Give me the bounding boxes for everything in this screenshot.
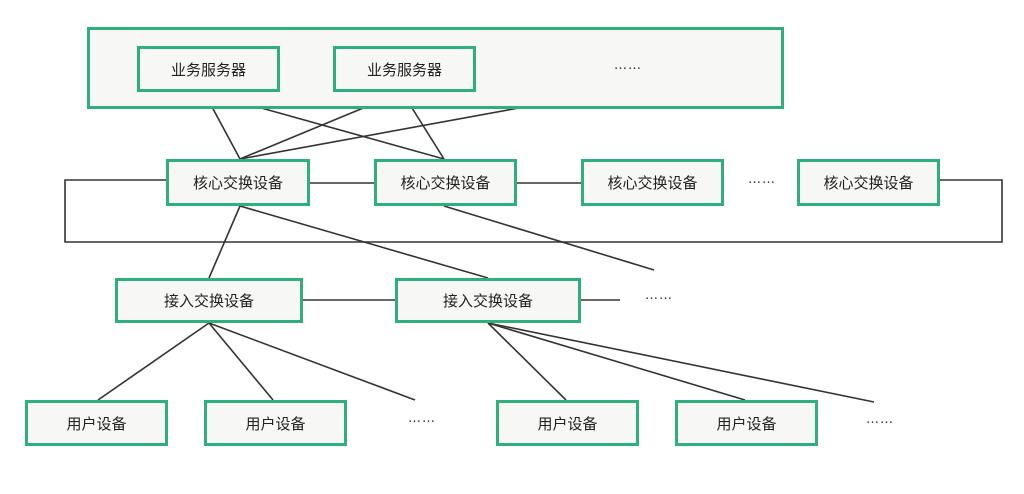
core-ring-line [64,179,1003,243]
core1-access2-link [239,205,489,279]
access-switch-node: 接入交换设备 [115,278,303,323]
access-switch-ellipsis: …… [645,288,673,303]
business-server-node: 业务服务器 [333,46,476,92]
core-switch-node: 核心交换设备 [581,159,724,206]
core-switch-node: 核心交换设备 [166,159,310,206]
access-switch-node: 接入交换设备 [395,278,581,323]
user-device-ellipsis: …… [408,411,436,426]
user-device-node: 用户设备 [25,400,168,446]
core1-access1-link [208,205,241,279]
access2-user3-link [487,322,567,401]
user-device-node: 用户设备 [204,400,347,446]
user-device-node: 用户设备 [675,400,818,446]
user-device-ellipsis: …… [866,412,894,427]
core-switch-node: 核心交换设备 [797,159,940,206]
business-server-node: 业务服务器 [137,46,280,92]
access2-user-more-link [487,322,875,403]
core2-access-more-link [443,205,655,271]
access1-user-more-link [208,322,416,401]
core-switch-ellipsis: …… [748,172,776,187]
core-switch-node: 核心交换设备 [374,159,517,206]
access2-user4-link [487,322,746,401]
access1-user1-link [97,322,210,401]
user-device-node: 用户设备 [496,400,639,446]
server-ellipsis: …… [614,58,642,73]
access1-user2-link [208,322,274,401]
